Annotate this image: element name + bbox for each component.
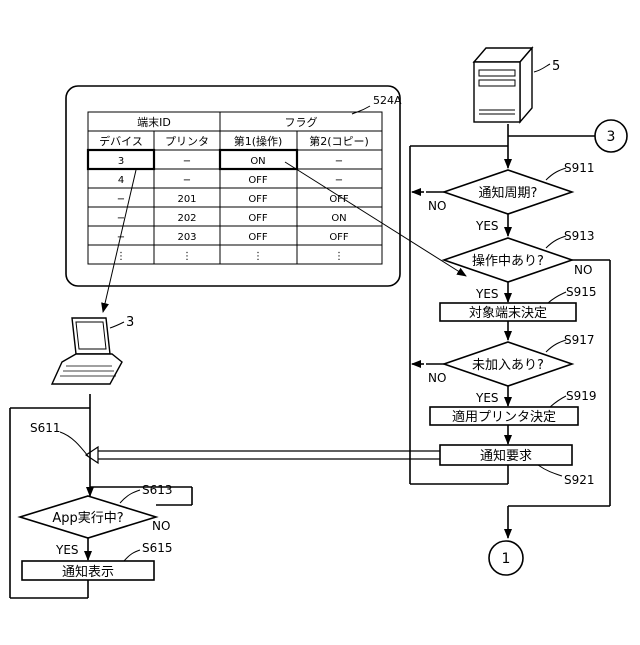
s615-step: S615 <box>142 541 173 555</box>
s913-text: 操作中あり? <box>472 253 544 269</box>
header-flag1: 第1(操作) <box>234 134 283 148</box>
s913-no: NO <box>574 263 592 277</box>
cell: ON <box>331 213 346 224</box>
s915-step: S915 <box>566 285 597 299</box>
s615-text: 通知表示 <box>62 564 114 580</box>
s913-step: S913 <box>564 229 595 243</box>
header-flag: フラグ <box>285 115 318 129</box>
table-row: − 203 OFF OFF <box>117 232 349 243</box>
cell: OFF <box>329 232 349 243</box>
cell: − <box>183 175 191 186</box>
cell: ON <box>250 156 265 167</box>
table-row: − 202 OFF ON <box>117 213 347 224</box>
cell: − <box>117 194 125 205</box>
s613-step: S613 <box>142 483 173 497</box>
cell: 203 <box>177 232 196 243</box>
table-ref-label: 524A <box>373 94 402 107</box>
s917-step: S917 <box>564 333 595 347</box>
cell: ⋮ <box>116 251 126 262</box>
cell: OFF <box>248 175 268 186</box>
header-device: デバイス <box>99 134 143 148</box>
server-label: 5 <box>552 59 560 74</box>
header-printer: プリンタ <box>165 135 209 148</box>
cell: 201 <box>177 194 196 205</box>
s913-yes: YES <box>475 287 499 301</box>
laptop-label: 3 <box>126 315 134 330</box>
table-row: 3 − ON − <box>118 156 343 167</box>
cell: ⋮ <box>334 251 344 262</box>
table-row: 4 − OFF − <box>118 175 343 186</box>
s921-text: 通知要求 <box>480 448 532 464</box>
header-flag2: 第2(コピー) <box>309 134 369 148</box>
s613-text: App実行中? <box>52 510 123 526</box>
connector-1-label: 1 <box>502 551 511 567</box>
cell: 4 <box>118 175 124 186</box>
s917-no: NO <box>428 371 446 385</box>
s911-yes: YES <box>475 219 499 233</box>
s919-step: S919 <box>566 389 597 403</box>
cell: 202 <box>177 213 196 224</box>
header-terminal-id: 端末ID <box>137 115 171 129</box>
cell: OFF <box>248 194 268 205</box>
s921-step: S921 <box>564 473 595 487</box>
connector-3-label: 3 <box>607 129 616 145</box>
s911-no: NO <box>428 199 446 213</box>
s613-yes: YES <box>55 543 79 557</box>
cell: − <box>183 156 191 167</box>
s915-text: 対象端末決定 <box>469 306 547 321</box>
cell: 3 <box>118 156 124 167</box>
cell: ⋮ <box>253 251 263 262</box>
s613-no: NO <box>152 519 170 533</box>
cell: − <box>335 175 343 186</box>
s611-step: S611 <box>30 421 61 435</box>
table-row: − 201 OFF OFF <box>117 194 349 205</box>
s911-text: 通知周期? <box>479 185 538 201</box>
s919-text: 適用プリンタ決定 <box>452 409 556 425</box>
s917-text: 未加入あり? <box>472 358 544 373</box>
cell: OFF <box>248 213 268 224</box>
s917-yes: YES <box>475 391 499 405</box>
cell: − <box>335 156 343 167</box>
s911-step: S911 <box>564 161 595 175</box>
server-icon <box>474 48 532 122</box>
table-row: ⋮ ⋮ ⋮ ⋮ <box>116 251 344 262</box>
cell: ⋮ <box>182 251 192 262</box>
cell: OFF <box>248 232 268 243</box>
